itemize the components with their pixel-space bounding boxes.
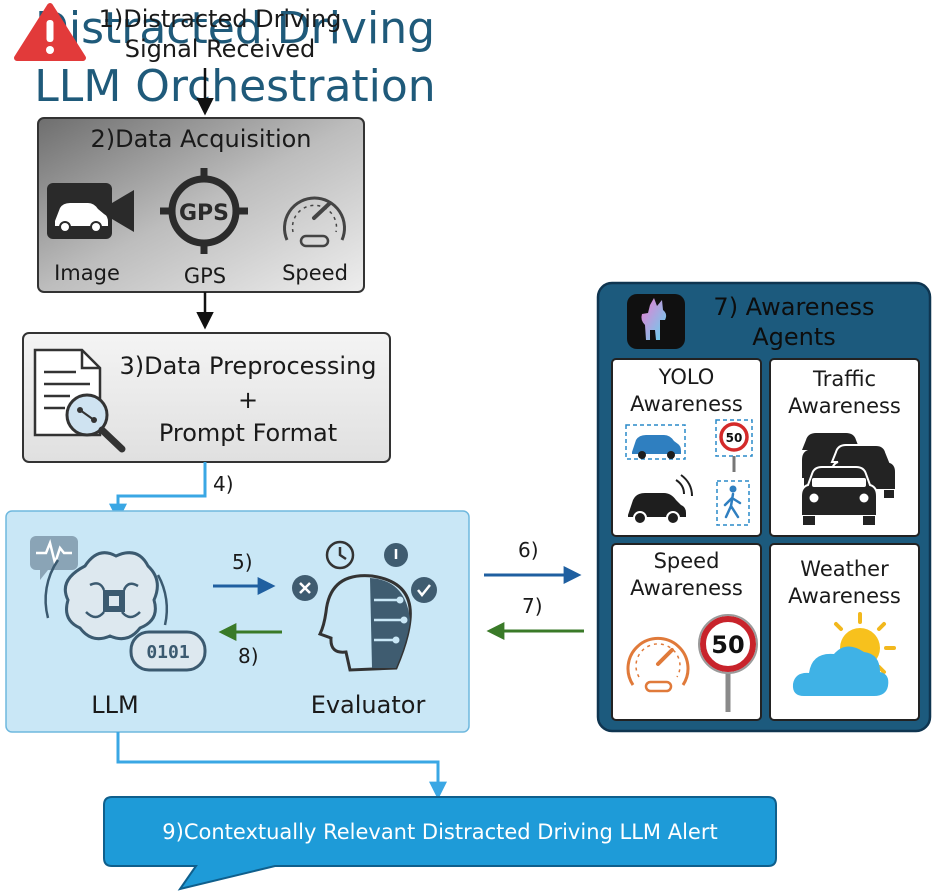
acquisition-label-gps: GPS (183, 264, 227, 288)
traffic-cars-icon (800, 433, 897, 525)
yolo-sign-value: 50 (726, 431, 743, 445)
agent-card-weather-title: Weather Awareness (788, 557, 901, 608)
arrow-label-7: 7) (522, 594, 543, 618)
evaluator-label: Evaluator (310, 691, 426, 719)
warning-icon (14, 3, 86, 61)
agent-card-speed (611, 543, 762, 721)
camera-car-icon (47, 183, 134, 239)
acquisition-label-speed: Speed (282, 261, 348, 285)
yolo-detection-icon: 50 (625, 419, 753, 526)
awareness-agents-title: 7) Awareness Agents (713, 293, 875, 351)
speedometer-icon (283, 196, 346, 248)
agent-card-yolo-title: YOLO Awareness (630, 365, 743, 416)
arrow-label-8: 8) (238, 644, 259, 668)
arrow-preprocessing-to-llm (109, 462, 207, 522)
acquisition-label-image: Image (54, 261, 120, 285)
speedometer-sign-icon: 50 (626, 614, 758, 712)
step-data-acquisition: 2)Data Acquisition (90, 125, 312, 153)
step-preprocessing-plus: + (237, 386, 259, 414)
step-prompt-format: Prompt Format (158, 419, 338, 447)
gps-icon: GPS (160, 168, 248, 254)
llm-label: LLM (91, 691, 139, 719)
llm-brain-icon: 0101 (30, 536, 207, 672)
arrow-label-5: 5) (232, 550, 253, 574)
step-data-preprocessing: 3)Data Preprocessing (119, 352, 377, 380)
agent-card-traffic-title: Traffic Awareness (788, 367, 901, 418)
step-signal-received: 1)Distracted Driving Signal Received (98, 5, 342, 63)
svg-text:0101: 0101 (146, 642, 189, 663)
arrow-label-6: 6) (518, 538, 539, 562)
gps-icon-text: GPS (179, 201, 229, 226)
alert-callout (103, 796, 777, 891)
arrow-llm-to-alert (116, 732, 447, 800)
speed-sign-value: 50 (711, 631, 744, 659)
evaluator-head-icon (292, 540, 437, 672)
document-search-icon (33, 348, 126, 453)
sun-cloud-icon (792, 612, 896, 696)
agent-card-speed-title: Speed Awareness (630, 549, 743, 600)
data-acquisition-box (37, 117, 365, 293)
alert-text: 9)Contextually Relevant Distracted Drivi… (162, 820, 718, 844)
llama-logo-icon (627, 294, 685, 349)
agent-card-yolo (611, 358, 762, 537)
arrow-label-4: 4) (213, 472, 234, 496)
